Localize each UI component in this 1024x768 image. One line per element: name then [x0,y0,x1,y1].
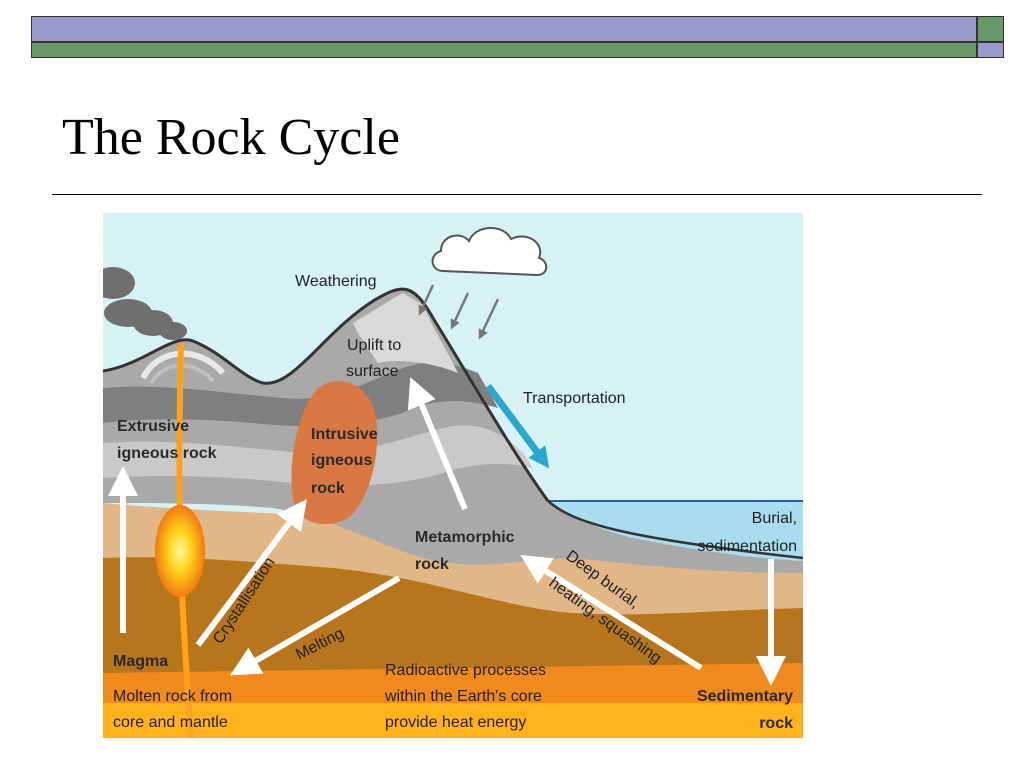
transportation-arrow [485,383,550,469]
arrow-deep-burial [520,555,703,671]
label-intrusive-3: rock [311,480,345,497]
label-magma: Magma [113,653,168,670]
cloud-icon [431,227,548,277]
label-burial-2: sedimentation [697,538,797,555]
label-extrusive-2: igneous rock [117,445,217,462]
label-uplift-1: Uplift to [347,337,401,354]
label-magma-desc-2: core and mantle [113,714,228,731]
label-intrusive-2: igneous [311,452,372,469]
label-sedimentary-2: rock [759,715,793,732]
mountain-peak-highlight [353,293,458,373]
label-magma-desc-1: Molten rock from [113,688,232,705]
core-glow [103,703,803,738]
label-extrusive-1: Extrusive [117,418,189,435]
rock-band-dark [103,362,498,426]
label-weathering: Weathering [295,273,377,290]
label-sedimentary-1: Sedimentary [697,688,793,705]
label-burial-1: Burial, [752,510,797,527]
title-underline [52,194,982,195]
header-bar-green [31,42,977,58]
label-transportation: Transportation [523,390,626,407]
volcano-smoke [103,267,187,340]
header-square-purple [977,42,1004,58]
magma-chamber [155,505,205,597]
rock-cycle-diagram: Weathering Uplift to surface Transportat… [103,213,803,738]
brown-layer [103,553,803,673]
header-bar-purple [31,16,977,42]
label-radioactive-1: Radioactive processes [385,662,546,679]
sea [548,501,803,561]
slide-title: The Rock Cycle [62,109,400,166]
label-metamorphic-1: Metamorphic [415,529,515,546]
label-radioactive-3: provide heat energy [385,714,526,731]
label-metamorphic-2: rock [415,556,449,573]
label-radioactive-2: within the Earth's core [384,688,542,705]
intrusive-igneous-body [291,381,378,525]
arrow-crystallisation [195,498,307,647]
label-intrusive-1: Intrusive [311,426,378,443]
arrow-uplift [407,377,468,511]
header-square-green [977,16,1004,42]
arrow-melting [230,575,401,676]
label-uplift-2: surface [346,363,399,380]
